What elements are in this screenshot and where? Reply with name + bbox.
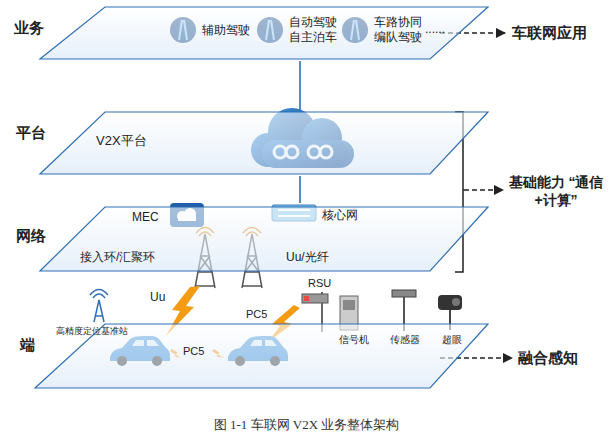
- label-box: 核心网: [320, 207, 360, 224]
- arrow-lines: [440, 33, 512, 358]
- label-box: 自动驾驶 自主泊车: [287, 14, 339, 46]
- base-station-icon: [94, 300, 104, 322]
- node-text: 核心网: [322, 208, 358, 223]
- node-text: 车路协同 编队驾驶: [374, 15, 422, 45]
- camera-device: [438, 295, 462, 310]
- node-text: Uu/光纤: [286, 249, 329, 266]
- plane-outline: [40, 7, 488, 59]
- node-text: 信号机: [339, 334, 369, 347]
- base-station-icon: [90, 290, 108, 299]
- rsu-device: [302, 294, 328, 303]
- label-box: 信号机: [337, 333, 371, 348]
- node-text: MEC: [132, 210, 159, 225]
- layer-plane: 平台 V2X平台: [10, 110, 490, 176]
- label-box: 车路协同 编队驾驶: [372, 14, 424, 46]
- annotation-label: PC5: [246, 308, 267, 320]
- label-box: 辅助驾驶: [200, 22, 252, 39]
- layer-heading: 业务: [14, 19, 44, 38]
- label-box: 超眼: [440, 333, 464, 348]
- base-station-icon: [90, 290, 108, 323]
- layer-heading: 平台: [16, 124, 46, 143]
- node-text: 高精度定位基准站: [56, 326, 128, 337]
- annotation-label: Uu: [150, 290, 165, 304]
- plane-shape: [10, 110, 490, 176]
- layer-plane: 网络接入环/汇聚环 Uu/光纤 MEC 核心网: [10, 203, 490, 273]
- plane-outline: [40, 112, 488, 174]
- sensor-device: [392, 290, 416, 297]
- connector-line: [299, 61, 301, 110]
- annotation-label: PC5: [183, 345, 204, 357]
- node-text: 自动驾驶 自主泊车: [289, 15, 337, 45]
- node-text: 辅助驾驶: [202, 23, 250, 38]
- node-text: V2X平台: [96, 132, 147, 150]
- label-box: RSU: [306, 276, 333, 292]
- layer-heading: 网络: [16, 227, 46, 246]
- node-text: RSU: [308, 277, 331, 291]
- annotation-label: ......: [425, 22, 445, 36]
- plane-outline: [35, 324, 488, 388]
- layer-heading: 端: [20, 336, 35, 355]
- figure-caption: 图 1-1 车联网 V2X 业务整体架构: [0, 416, 613, 434]
- annotation-label: 车联网应用: [512, 24, 587, 43]
- node-text: 传感器: [390, 334, 420, 347]
- camera-device: [452, 298, 460, 306]
- layer-plane: 端 高精度定位基准站信号机 传感器 超眼: [10, 318, 490, 390]
- annotation-label: 基础能力 “通信+计算”: [506, 174, 606, 210]
- label-box: 传感器: [388, 333, 422, 348]
- annotation-label: 融合感知: [518, 349, 578, 368]
- node-text: 超眼: [442, 334, 462, 347]
- node-text: 接入环/汇聚环: [80, 249, 155, 266]
- signal-device: [343, 300, 355, 310]
- label-box: 高精度定位基准站: [54, 325, 130, 338]
- label-box: MEC: [130, 209, 161, 226]
- connector-line: [299, 176, 301, 203]
- layer-plane: 业务 辅助驾驶 自动驾驶 自主泊车 车路协同 编队驾驶: [10, 5, 490, 61]
- arrow-lines: [472, 189, 503, 191]
- plane-outline: [40, 207, 488, 271]
- rsu-device: [304, 296, 309, 301]
